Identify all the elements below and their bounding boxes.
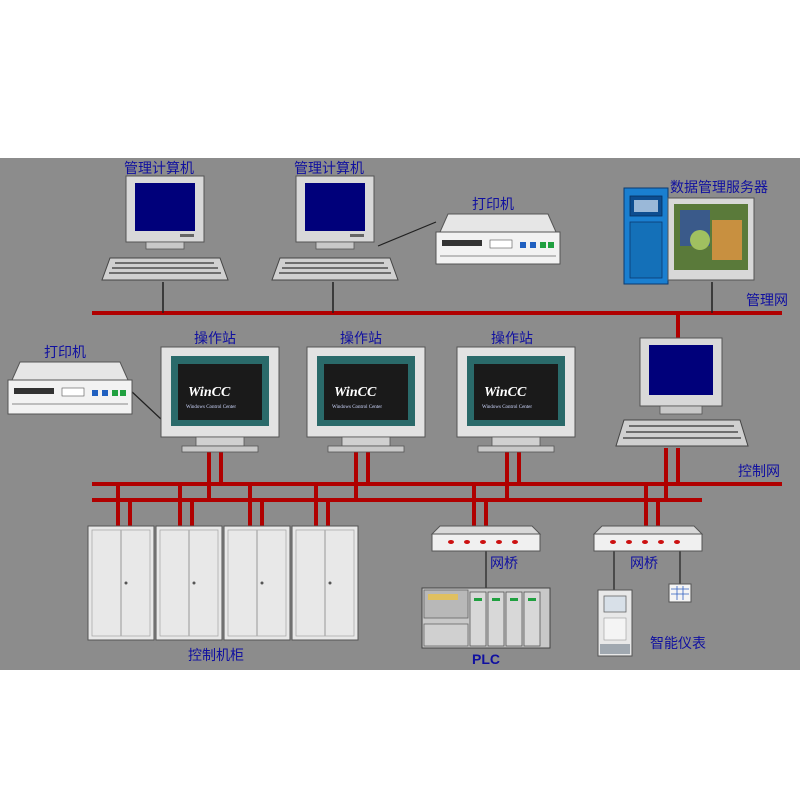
label-management-computer-2: 管理计算机 [294, 161, 364, 177]
left-printer-cable [129, 389, 163, 421]
label-smart-meter: 智能仪表 [650, 636, 706, 652]
plc-rack [421, 587, 551, 649]
label-printer-left: 打印机 [44, 344, 86, 361]
label-operator-station-2: 操作站 [340, 331, 382, 347]
wincc-logo: WinCC [188, 385, 231, 400]
crt-screen [135, 183, 195, 231]
label-data-server: 数据管理服务器 [670, 180, 768, 196]
cabinet-2 [155, 525, 223, 641]
wincc-logo: WinCC [484, 385, 527, 400]
crt-screen [305, 183, 365, 231]
operator-station-3: WinCC Windows Control Center [456, 346, 576, 453]
keyboard [271, 257, 399, 281]
wincc-subtitle: Windows Control Center [332, 405, 382, 410]
bridge-1-device [430, 525, 542, 552]
bridge-drops [472, 484, 660, 526]
label-operator-station-3: 操作站 [491, 331, 533, 347]
wincc-subtitle: Windows Control Center [482, 405, 532, 410]
label-management-computer-1: 管理计算机 [124, 161, 194, 177]
operator-station-2: WinCC Windows Control Center [306, 346, 426, 453]
management-computer-1 [101, 175, 229, 281]
label-operator-station-1: 操作站 [194, 331, 236, 347]
label-control-network: 控制网 [738, 464, 780, 480]
label-printer-top: 打印机 [472, 196, 514, 213]
wincc-screen [324, 364, 408, 420]
keyboard [101, 257, 229, 281]
management-computer-2 [271, 175, 399, 281]
keyboard [615, 419, 749, 447]
operator-station-1: WinCC Windows Control Center [160, 346, 280, 453]
wincc-screen [474, 364, 558, 420]
crt-screen [649, 345, 713, 395]
wincc-logo: WinCC [334, 385, 377, 400]
cabinet-1 [87, 525, 155, 641]
label-plc: PLC [472, 651, 500, 667]
control-cabinets [87, 525, 359, 641]
label-bridge-1: 网桥 [490, 556, 518, 572]
wincc-subtitle: Windows Control Center [186, 405, 236, 410]
field-links [485, 551, 681, 592]
label-management-network: 管理网 [746, 293, 788, 309]
cabinet-3 [223, 525, 291, 641]
label-control-cabinet: 控制机柜 [188, 648, 244, 664]
label-bridge-2: 网桥 [630, 556, 658, 572]
wincc-screen [178, 364, 262, 420]
cabinet-4 [291, 525, 359, 641]
printer-left [7, 361, 133, 415]
engineering-computer [615, 337, 749, 447]
printer-cable [377, 221, 437, 247]
printer-top [435, 213, 561, 265]
station-drops [207, 448, 680, 500]
bridge-2-device [592, 525, 704, 552]
data-management-server [623, 187, 755, 285]
cabinet-drops [116, 484, 330, 526]
smart-meter-2 [668, 583, 692, 603]
smart-meter-1 [597, 589, 633, 657]
